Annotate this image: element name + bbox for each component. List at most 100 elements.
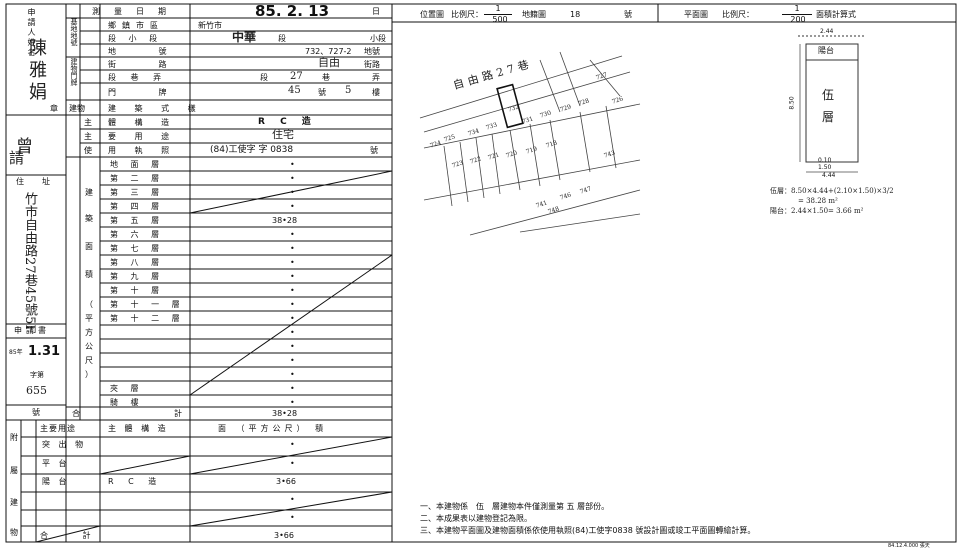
floor-plan-title: 平面圖 <box>684 10 708 19</box>
attached-side-3: 建 <box>10 498 18 507</box>
area-char-5: （ <box>85 300 93 309</box>
attached-side-2: 屬 <box>10 466 18 475</box>
total-label: 計 <box>174 409 182 418</box>
lane-prefix: 段 <box>260 73 268 82</box>
attached-total-value: 3•66 <box>274 531 294 540</box>
floor-row-value: • <box>290 286 295 295</box>
street-label: 街 路 <box>108 60 187 69</box>
calc-line-2: = 38.28 m² <box>798 197 838 205</box>
floor-row-value: • <box>290 202 295 211</box>
attached-area-label: 面 （平方公尺） 積 <box>218 424 328 433</box>
structure-label: 建 築 式 樣 <box>108 104 204 113</box>
lane-label: 段 巷 弄 <box>108 73 168 82</box>
survey-date: 85. 2. 13 <box>255 2 330 20</box>
floor-row-label: 第 四 層 <box>110 202 165 211</box>
permit-value: (84)工使字 字 0838 <box>210 145 294 155</box>
attached-row-value: • <box>290 459 295 468</box>
dim-bottom-1: 0.10 <box>818 157 832 164</box>
floor-label: 伍層 <box>822 88 835 124</box>
agent-mark: 曾 <box>16 137 33 157</box>
attached-side-1: 附 <box>10 433 18 442</box>
floor-row-value: • <box>290 370 295 379</box>
attached-row-value: • <box>290 495 295 504</box>
date-label: 測量日期 <box>92 7 180 16</box>
application-label: 申請書 <box>14 326 50 335</box>
attached-row-use: 陽 台 <box>42 477 70 486</box>
floor-row-value: • <box>290 384 295 393</box>
section-value: 中華 <box>232 30 257 44</box>
floor-row-value: • <box>290 258 295 267</box>
dim-side: 8.50 <box>788 96 796 110</box>
applicant-name: 陳雅娟 <box>26 38 47 104</box>
note-1: 一、本建物係 伍 層建物本件僅測量第 五 層部份。 <box>420 502 610 511</box>
floor-row-value: • <box>290 300 295 309</box>
floor-row-label: 地 面 層 <box>110 160 165 169</box>
building-block-label: 建物 <box>69 104 85 113</box>
floor-row-label: 騎 樓 <box>110 398 144 407</box>
calc-line-1: 伍層：8.50×4.44+(2.10×1.50)×3/2 <box>770 187 894 195</box>
number-value: 45 <box>288 85 301 96</box>
township-value: 新竹市 <box>198 21 222 30</box>
area-char-2: 築 <box>85 214 93 223</box>
address-value: 竹市自由路27巷45號5F <box>22 192 37 334</box>
floor-row-value: • <box>290 398 295 407</box>
permit-suffix: 號 <box>370 146 378 155</box>
site-plan-title: 位置圖 <box>420 10 444 19</box>
agent-mark-2: 請 <box>9 149 25 167</box>
purpose-value: 住宅 <box>272 128 294 141</box>
area-char-10: ） <box>85 370 93 379</box>
dim-bottom-3: 4.44 <box>822 172 836 179</box>
use-label: 使 <box>84 146 92 155</box>
area-char-4: 積 <box>85 270 93 279</box>
floor-row-label: 第 六 層 <box>110 230 165 239</box>
floor-row-label: 第 五 層 <box>110 216 165 225</box>
date-suffix: 日 <box>372 7 380 16</box>
attached-row-use: 突 出 物 <box>42 440 87 449</box>
note-3: 三、本建物平面圖及建物面積係依使用執照(84)工使字0838 號設計圖或竣工平面… <box>420 526 756 535</box>
applicant-label: 申請人姓名 <box>27 8 36 58</box>
parcel-value: 732、727-2 <box>305 47 352 56</box>
area-char-3: 面 <box>85 242 93 251</box>
site-category-label: 基地地號 <box>70 18 78 46</box>
cadastral-sheet-label: 地籍圖 <box>522 10 546 19</box>
floor-row-value: • <box>290 230 295 239</box>
section-label: 段 小 段 <box>108 34 163 43</box>
attached-row-value: • <box>290 440 295 449</box>
app-word: 字第 <box>30 371 44 379</box>
permit-label: 用 執 照 <box>108 146 178 155</box>
floor-row-label: 第 三 層 <box>110 188 165 197</box>
floor-row-value: • <box>290 356 295 365</box>
lane-mid: 巷 <box>322 73 330 82</box>
floor-row-value: • <box>290 244 295 253</box>
main2-label: 主 <box>84 132 92 141</box>
floor-row-label: 第 十 一 層 <box>110 300 185 309</box>
floor-row-label: 第 十 二 層 <box>110 314 185 323</box>
floor-row-label: 第 八 層 <box>110 258 165 267</box>
site-plan-scale-num: 1 <box>495 4 501 13</box>
floor-row-label: 第 十 層 <box>110 286 165 295</box>
app-number: 655 <box>26 384 47 397</box>
floor-row-value: • <box>290 342 295 351</box>
attached-row-use: 平 台 <box>42 459 70 468</box>
floor-value: 5 <box>345 85 352 96</box>
floor-row-label: 第 九 層 <box>110 272 165 281</box>
number-label: 門 牌 <box>108 88 187 97</box>
attached-total-label: 合 計 <box>40 531 107 540</box>
floor-plan-scale-label: 比例尺： <box>722 10 754 19</box>
attached-side-4: 物 <box>10 528 18 537</box>
address-label: 住址 <box>16 177 68 186</box>
area-char-6: 平 <box>85 314 93 323</box>
floor-plan-scale-den: 200 <box>790 15 806 24</box>
floor-row-value: • <box>290 328 295 337</box>
calc-line-3: 陽台：2.44×1.50= 3.66 m² <box>770 207 864 215</box>
frame-label: 體 構 造 <box>108 118 178 127</box>
area-calc-label: 面積計算式 <box>816 10 856 19</box>
cadastral-sheet-suffix: 號 <box>624 10 632 19</box>
app-hao: 號 <box>32 408 40 417</box>
floor-suffix: 樓 <box>372 88 380 97</box>
attached-row-value: • <box>290 513 295 522</box>
attached-structure-label: 主 體 構 造 <box>108 424 169 433</box>
lane-value: 27 <box>290 71 303 82</box>
